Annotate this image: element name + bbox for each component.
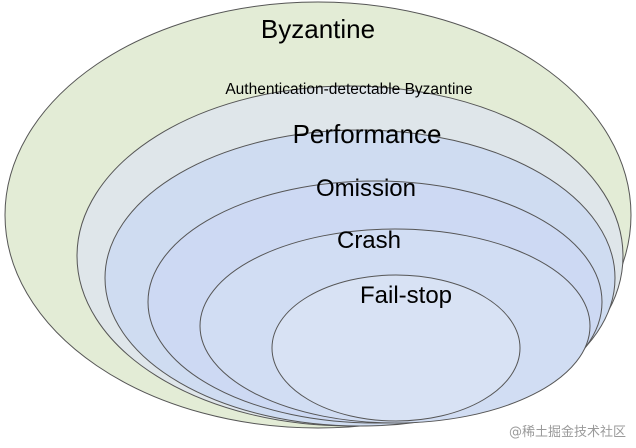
label-authentication-detectable-byzantine: Authentication-detectable Byzantine (225, 81, 472, 98)
label-omission: Omission (316, 175, 416, 202)
label-performance: Performance (293, 119, 442, 149)
watermark-label: @稀土掘金技术社区 (509, 424, 626, 440)
nested-labels: Byzantine Authentication-detectable Byza… (225, 14, 472, 309)
label-fail-stop: Fail-stop (360, 282, 452, 309)
nested-ellipses (4, 1, 632, 429)
ellipse-fail-stop (271, 274, 521, 422)
label-crash: Crash (337, 227, 401, 254)
label-byzantine: Byzantine (261, 14, 375, 44)
